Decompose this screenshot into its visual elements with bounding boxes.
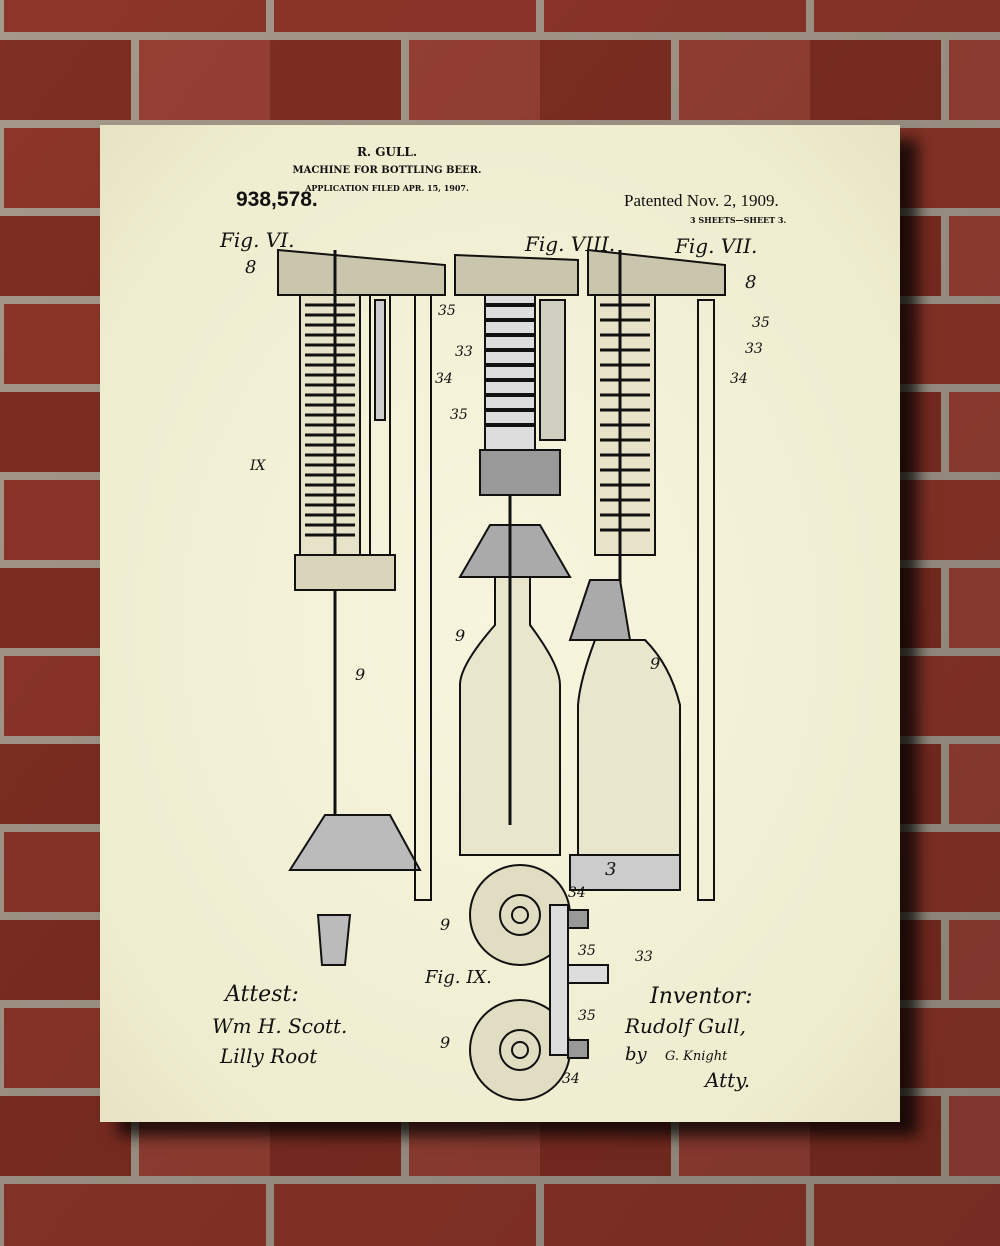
figure-9-drawing: [469, 864, 609, 1101]
fig-7-label: Fig. VII.: [674, 234, 757, 258]
patent-drawing: Fig. VI. Fig. VIII. Fig. VII. Fig. IX. 8…: [212, 228, 770, 1101]
patent-number: 938,578.: [236, 188, 318, 211]
inventor-heading: R. GULL.: [356, 145, 418, 159]
section-mark-ix: IX: [249, 458, 267, 474]
numeral-33-fig9: 33: [635, 949, 653, 965]
attest-label: Attest:: [223, 982, 299, 1007]
numeral-8-left: 8: [245, 257, 256, 278]
patent-title: MACHINE FOR BOTTLING BEER.: [292, 165, 482, 176]
numeral-33-right: 33: [745, 341, 763, 357]
numeral-9-fig7: 9: [650, 654, 660, 673]
witness-1-signature: Wm H. Scott.: [212, 1014, 347, 1038]
numeral-34-fig9-top: 34: [568, 885, 586, 901]
attorney-label: Atty.: [703, 1068, 750, 1092]
numeral-9-fig9-top: 9: [440, 915, 450, 934]
sheet-count: 3 SHEETS—SHEET 3.: [690, 215, 787, 225]
numeral-35-fig9-bottom: 35: [578, 1008, 596, 1024]
figure-6-drawing: [277, 248, 446, 966]
patented-date: Patented Nov. 2, 1909.: [624, 191, 779, 210]
fig-8-label: Fig. VIII.: [524, 232, 615, 256]
patent-print: R. GULL. MACHINE FOR BOTTLING BEER. APPL…: [100, 125, 900, 1122]
numeral-8-right: 8: [745, 272, 756, 293]
numeral-35-fig9-top: 35: [578, 943, 596, 959]
inventor-label: Inventor:: [649, 984, 753, 1009]
witness-2-signature: Lilly Root: [219, 1044, 318, 1068]
fig-9-label: Fig. IX.: [424, 967, 492, 988]
numeral-34-fig9-bottom: 34: [562, 1071, 580, 1087]
numeral-9-fig6: 9: [355, 665, 365, 684]
by-text: by: [625, 1044, 648, 1065]
figure-7-drawing: [568, 248, 726, 901]
application-filed: APPLICATION FILED APR. 15, 1907.: [305, 183, 469, 193]
numeral-9-fig9-bottom: 9: [440, 1033, 450, 1052]
numeral-9-fig8: 9: [455, 626, 465, 645]
attorney-signature: G. Knight: [665, 1049, 728, 1064]
numeral-35-fig8: 35: [450, 407, 468, 423]
numeral-34-right: 34: [730, 371, 748, 387]
inventor-signature: Rudolf Gull,: [624, 1014, 746, 1038]
numeral-3: 3: [605, 859, 616, 880]
figure-8-drawing: [454, 253, 579, 856]
numeral-35-left: 35: [438, 303, 456, 319]
numeral-35-right: 35: [752, 315, 770, 331]
fig-6-label: Fig. VI.: [219, 228, 295, 252]
numeral-33-left: 33: [455, 344, 473, 360]
numeral-34-left: 34: [435, 371, 453, 387]
